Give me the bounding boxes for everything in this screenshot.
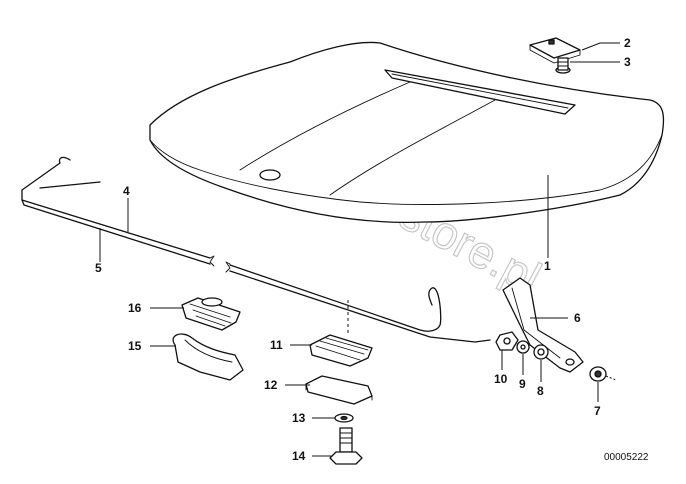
callout-11: 11	[270, 338, 283, 352]
hood-support-rod	[21, 156, 491, 343]
hex-bolt	[329, 427, 363, 465]
callout-6: 6	[574, 311, 581, 325]
callout-4: 4	[123, 184, 130, 198]
callout-1: 1	[544, 259, 551, 273]
rubber-buffer	[309, 300, 373, 367]
flat-washer	[533, 344, 549, 360]
callout-13: 13	[292, 411, 306, 425]
cap-nut	[589, 366, 617, 382]
hood-stay	[502, 277, 584, 373]
callout-2: 2	[624, 36, 631, 50]
rod-holder	[172, 333, 244, 381]
buffer-plate	[305, 375, 373, 405]
callout-15: 15	[128, 339, 142, 353]
hood-panel	[149, 41, 665, 223]
rod-clip	[181, 297, 241, 331]
hood-bracket	[529, 37, 581, 64]
callout-7: 7	[594, 404, 601, 418]
diagram-code: 00005222	[604, 452, 649, 463]
callout-8: 8	[537, 384, 544, 398]
spring-washer	[516, 340, 530, 354]
callout-3: 3	[624, 55, 631, 69]
callout-10: 10	[494, 372, 508, 386]
callout-5: 5	[95, 261, 102, 275]
callout-14: 14	[292, 449, 306, 463]
washer	[334, 413, 354, 423]
leader-lines	[99, 42, 620, 457]
callout-12: 12	[264, 378, 278, 392]
bracket-bolt	[555, 57, 571, 74]
callout-9: 9	[519, 377, 526, 391]
callout-16: 16	[128, 301, 142, 315]
hex-nut	[495, 331, 519, 351]
